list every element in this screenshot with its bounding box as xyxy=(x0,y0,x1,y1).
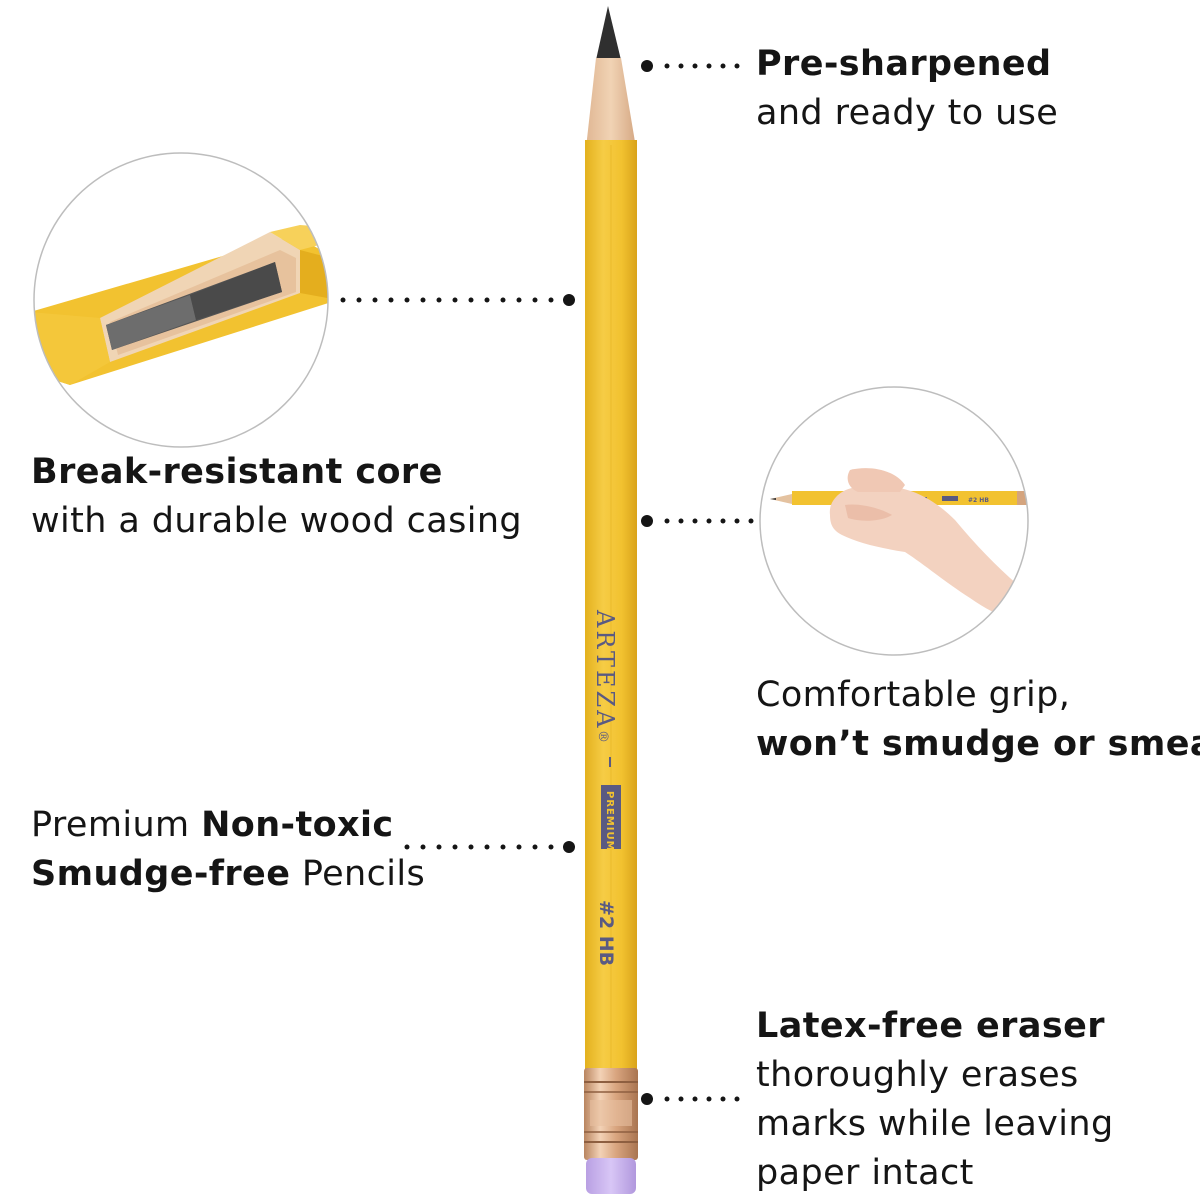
pencil-branding: ARTEZA ® PREMIUM #2 HB xyxy=(591,609,621,966)
wood-cone xyxy=(586,58,636,148)
feature-toxic-text-2: Pencils xyxy=(290,854,426,894)
feature-core-title: Break-resistant core xyxy=(31,452,443,492)
premium-badge xyxy=(601,785,621,849)
feature-eraser-line-2: marks while leaving xyxy=(756,1104,1114,1144)
pencil-grade-text: #2 HB xyxy=(595,900,617,966)
leader-toxic xyxy=(404,841,575,853)
feature-grip-text: Comfortable grip, xyxy=(756,675,1071,715)
feature-tip-title: Pre-sharpened xyxy=(756,44,1052,84)
feature-eraser-line-1: thoroughly erases xyxy=(756,1055,1079,1095)
feature-eraser-caption: Latex-free eraser thoroughly erases mark… xyxy=(756,1002,1114,1198)
leader-tip xyxy=(641,60,740,72)
feature-toxic-caption: Premium Non-toxic Smudge-free Pencils xyxy=(31,801,425,899)
premium-badge-text: PREMIUM xyxy=(604,791,615,852)
pencil-registered-mark: ® xyxy=(595,730,610,743)
pencil-eraser xyxy=(586,1158,636,1194)
graphite-point xyxy=(596,6,621,60)
feature-toxic-title-2: Smudge-free xyxy=(31,854,291,894)
feature-grip-caption: Comfortable grip, won’t smudge or smear xyxy=(756,671,1200,769)
feature-tip-caption: Pre-sharpened and ready to use xyxy=(756,40,1058,138)
pencil-ferrule xyxy=(584,1068,638,1160)
feature-core-text: with a durable wood casing xyxy=(31,501,523,541)
feature-core-caption: Break-resistant core with a durable wood… xyxy=(31,448,522,546)
feature-tip-text: and ready to use xyxy=(756,93,1059,133)
core-detail-circle xyxy=(33,152,329,448)
pencil-tip xyxy=(586,6,636,148)
leader-grip xyxy=(641,515,754,527)
leader-core xyxy=(340,294,575,306)
feature-eraser-title: Latex-free eraser xyxy=(756,1006,1105,1046)
feature-toxic-title-1: Non-toxic xyxy=(201,805,394,845)
feature-eraser-line-3: paper intact xyxy=(756,1153,974,1193)
pencil-brand-text: ARTEZA xyxy=(591,609,619,731)
leader-lines xyxy=(340,60,754,1105)
leader-eraser xyxy=(641,1093,740,1105)
feature-grip-title: won’t smudge or smear xyxy=(756,724,1200,764)
feature-toxic-text-1: Premium xyxy=(31,805,202,845)
grip-detail-circle: ARTEZA #2 HB xyxy=(759,386,1029,656)
grip-pencil-grade: #2 HB xyxy=(968,497,989,504)
